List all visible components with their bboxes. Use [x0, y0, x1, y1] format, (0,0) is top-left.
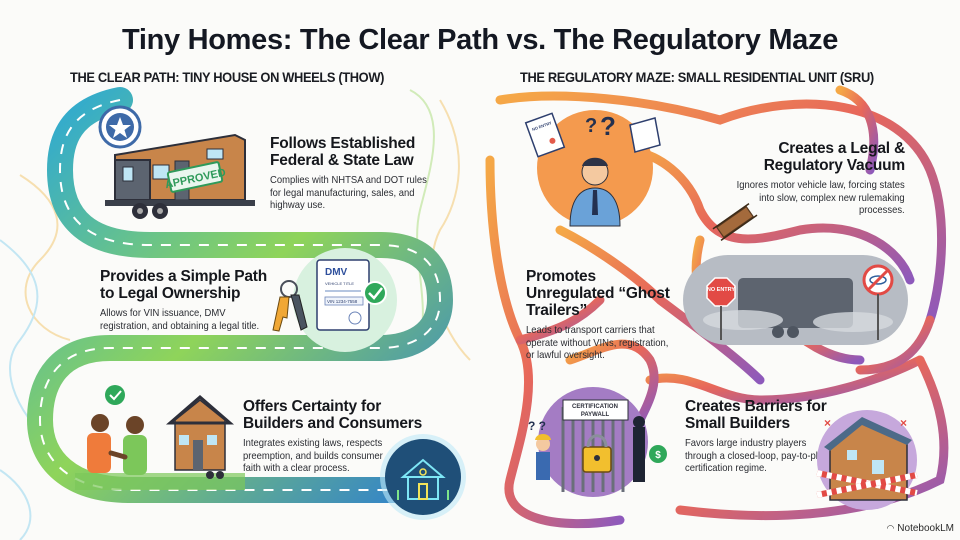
clear-path-heading: THE CLEAR PATH: TINY HOUSE ON WHEELS (TH… [70, 69, 385, 85]
svg-text:?: ? [585, 115, 597, 137]
item-title: Offers Certainty for Builders and Consum… [243, 398, 423, 432]
wooden-bridge-icon [712, 203, 758, 241]
item-title: Follows Established Federal & State Law [270, 135, 416, 169]
confused-officer-icon: NO ENTRY ? ? [515, 100, 685, 230]
certification-paywall-icon: CERTIFICATION PAYWALL ? ? $ [518, 382, 673, 502]
item-body: Ignores motor vehicle law, forcing state… [736, 179, 905, 216]
dmv-title-keys-icon: DMV VEHICLE TITLE VIN 1234-7558 [265, 245, 405, 355]
vehicle-title-label: VEHICLE TITLE [325, 281, 354, 286]
glowing-house-badge-icon [378, 432, 468, 522]
clear-path-item-2: Provides a Simple Path to Legal Ownershi… [100, 268, 270, 332]
item-body: Complies with NHTSA and DOT rules for le… [270, 174, 427, 211]
item-body: Integrates existing laws, respects preem… [243, 437, 383, 474]
svg-text:×: × [824, 416, 831, 430]
handshake-tiny-house-icon [75, 375, 245, 490]
svg-text:×: × [900, 416, 907, 430]
regulatory-maze-item-3: Creates Barriers for Small Builders Favo… [685, 398, 830, 475]
svg-text:CERTIFICATION: CERTIFICATION [572, 404, 618, 410]
dmv-label: DMV [325, 267, 348, 278]
item-title: Creates Barriers for Small Builders [685, 398, 827, 432]
regulatory-maze-item-2: Promotes Unregulated “Ghost Trailers” Le… [526, 268, 676, 362]
svg-text:?: ? [600, 111, 616, 141]
svg-text:? ?: ? ? [528, 419, 546, 433]
tiny-house-trailer-approved-icon: APPROVED [95, 105, 265, 225]
item-title: Creates a Legal & Regulatory Vacuum [763, 140, 906, 174]
item-body: Leads to transport carriers that operate… [526, 324, 669, 361]
regulatory-maze-heading: THE REGULATORY MAZE: SMALL RESIDENTIAL U… [520, 69, 874, 85]
svg-text:$: $ [655, 450, 661, 461]
regulatory-maze-paths [485, 85, 949, 529]
item-title: Provides a Simple Path to Legal Ownershi… [100, 268, 268, 302]
page-title: Tiny Homes: The Clear Path vs. The Regul… [121, 24, 839, 56]
svg-text:PAYWALL: PAYWALL [581, 412, 610, 418]
vin-label: VIN 1234-7558 [327, 299, 358, 304]
branding: ◠ NotebookLM [886, 523, 954, 534]
ghost-trailer-fog-icon: NO ENTRY [683, 250, 908, 350]
no-entry-sign: NO ENTRY [707, 287, 736, 293]
clear-path-road [26, 87, 454, 503]
clear-path-item-1: Follows Established Federal & State Law … [270, 135, 430, 212]
item-body: Allows for VIN issuance, DMV registratio… [100, 307, 260, 332]
regulatory-maze-item-1: Creates a Legal & Regulatory Vacuum Igno… [735, 140, 905, 217]
notebooklm-logo-icon: ◠ [886, 523, 895, 533]
item-body: Favors large industry players through a … [685, 437, 828, 474]
brand-name: NotebookLM [897, 523, 954, 534]
no-entry-doc-label: NO ENTRY [531, 120, 552, 132]
item-title: Promotes Unregulated “Ghost Trailers” [526, 268, 670, 319]
clear-path-item-3: Offers Certainty for Builders and Consum… [243, 398, 428, 475]
blocked-tiny-house-icon: × × [812, 405, 922, 515]
